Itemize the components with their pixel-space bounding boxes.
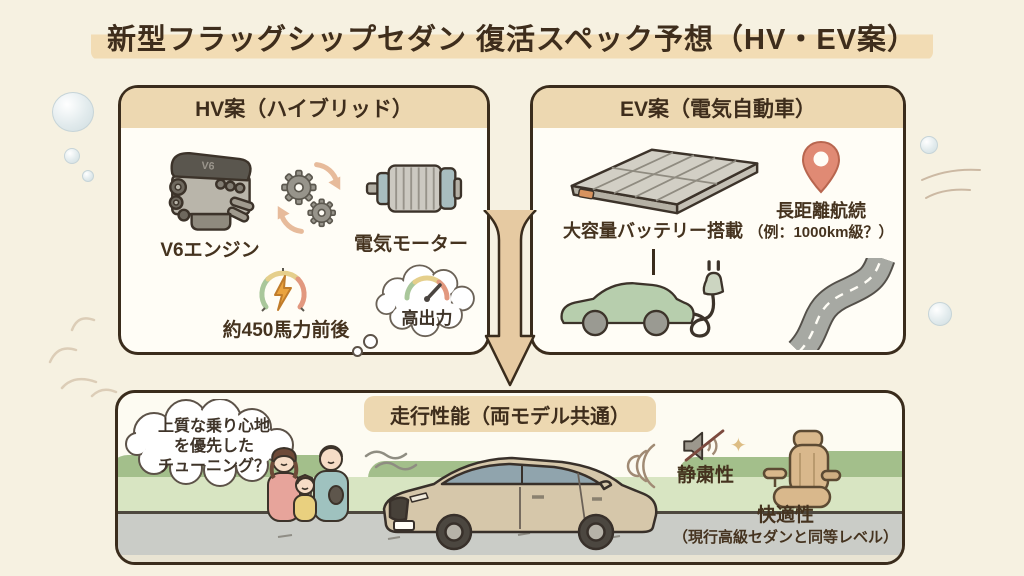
road-marks-decoration <box>277 532 621 540</box>
tuning-bubble-line3: チューニング？ <box>157 458 270 475</box>
muted-speaker-icon <box>683 429 725 462</box>
road-shoulder <box>118 555 902 562</box>
engine-label: V6エンジン <box>160 240 260 261</box>
v6-engine-icon: V6 <box>168 152 255 231</box>
page-title: 新型フラッグシップセダン 復活スペック予想（HV・EV案） <box>91 14 933 60</box>
motor-label: 電気モーター <box>353 234 468 255</box>
engine-badge-text: V6 <box>201 160 215 173</box>
comfort-label: 快適性 <box>756 505 814 526</box>
comfort-sub-label: （現行高級セダンと同等レベル） <box>672 529 898 546</box>
high-output-bubble: 高出力 <box>369 258 485 350</box>
quietness-label: 静粛性 <box>676 465 734 486</box>
car-seat-icon <box>762 429 842 509</box>
thought-trail-dot <box>363 334 378 349</box>
bubble-decoration <box>928 302 952 326</box>
down-arrow <box>483 210 537 387</box>
hybrid-gears-icon <box>277 162 341 234</box>
ev-panel: EV案（電気自動車） 大容量バッテリー搭載 長距離航続 （例：1000km級？） <box>530 85 906 355</box>
cloud-doodle-decoration <box>48 317 118 398</box>
bubble-decoration <box>64 148 80 164</box>
battery-pack-icon <box>570 148 759 215</box>
performance-panel: 走行性能（両モデル共通） 上質な乗り心地 を優先した チューニング？ <box>115 390 905 565</box>
power-label: 約450馬力前後 <box>222 320 350 341</box>
tuning-thought-bubble: 上質な乗り心地 を優先した チューニング？ <box>124 399 304 491</box>
winding-road-icon <box>787 258 896 350</box>
hv-panel-header: HV案（ハイブリッド） <box>121 88 487 128</box>
high-output-label: 高出力 <box>401 309 453 328</box>
bubble-decoration <box>82 170 94 182</box>
power-gauge-bolt-icon <box>259 268 307 312</box>
sparkle-icon: ✦ <box>730 435 747 457</box>
hv-panel: HV案（ハイブリッド） V6 V6エンジン <box>118 85 490 357</box>
performance-panel-header: 走行性能（両モデル共通） <box>364 396 656 432</box>
range-sub-label: （例：1000km級？） <box>748 224 894 241</box>
bubble-decoration <box>920 136 938 154</box>
range-label: 長距離航続 <box>776 201 866 221</box>
battery-label: 大容量バッテリー搭載 <box>563 221 743 241</box>
bubble-decoration <box>52 92 94 132</box>
thought-cloud-icon <box>125 399 294 487</box>
speed-lines-decoration <box>921 168 981 199</box>
tuning-bubble-line1: 上質な乗り心地 <box>157 418 270 435</box>
electric-motor-icon <box>365 164 463 213</box>
ev-car-plug-icon <box>560 260 725 338</box>
sound-waves-icon <box>626 443 656 489</box>
ev-panel-header: EV案（電気自動車） <box>533 88 903 128</box>
luxury-sedan-illustration <box>382 456 658 551</box>
thought-trail-dot <box>352 346 363 357</box>
family-illustration <box>267 444 349 522</box>
title-bar: 新型フラッグシップセダン 復活スペック予想（HV・EV案） <box>0 14 1024 60</box>
location-pin-icon <box>801 140 841 194</box>
battery-connector-line <box>652 249 655 275</box>
mini-gauge-icon <box>404 275 450 302</box>
tuning-bubble-line2: を優先した <box>173 438 254 455</box>
wind-lines-icon <box>364 450 418 471</box>
